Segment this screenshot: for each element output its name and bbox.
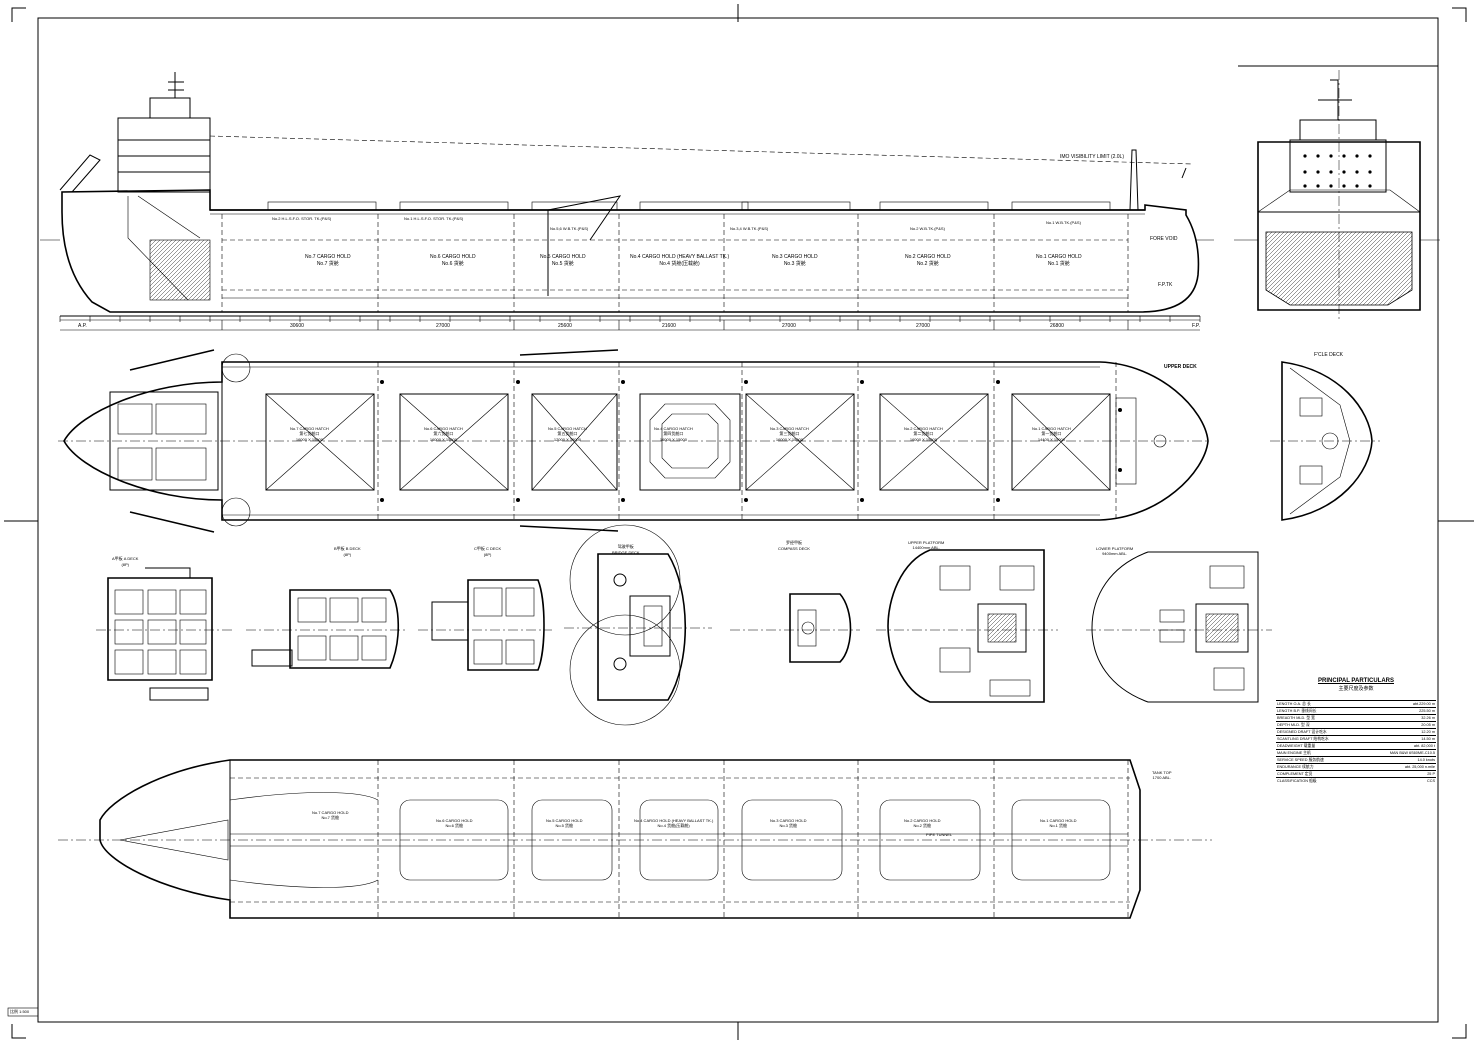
profile-topside-6: No.1 W.B.TK.(P&S) (1046, 220, 1081, 225)
b-deck-title: B甲板 B DECK(8P) (334, 546, 361, 557)
principal-particulars: PRINCIPAL PARTICULARS 主要尺度及参数 LENGTH O.A… (1276, 678, 1436, 784)
corner-note: 比例 1:500 (10, 1009, 30, 1014)
particulars-title: PRINCIPAL PARTICULARS (1317, 678, 1394, 684)
drawing-frame (4, 4, 1474, 1040)
fcle-deck-plan (1270, 361, 1380, 521)
profile-hold-4: No.4 CARGO HOLD (HEAVY BALLAST TK.)No.4 … (630, 254, 730, 267)
fore-void-label: FORE VOID (1150, 236, 1178, 242)
profile-topside-4: No.3,4 W.B.TK.(P&S) (730, 226, 769, 231)
spacing-5: 27000 (782, 323, 796, 329)
upper-deck-title: UPPER DECK (1164, 364, 1197, 370)
spacing-7: 26800 (1050, 323, 1064, 329)
upper-deck-plan (58, 349, 1210, 533)
profile-topside-1: No.2 H.L.S.F.O. STOR. TK.(P&S) (272, 216, 332, 221)
tank-top-plan (58, 759, 1212, 919)
spacing-3: 25600 (558, 323, 572, 329)
fp-label: F.P. (1192, 323, 1200, 329)
profile-topside-2: No.1 H.L.S.F.O. STOR. TK.(P&S) (404, 216, 464, 221)
tanktop-hold-4: No.4 CARGO HOLD (HEAVY BALLAST TK.)No.4 … (634, 818, 714, 828)
fpt-label: F.P.TK (1158, 282, 1173, 288)
spacing-4: 21600 (662, 323, 676, 329)
particulars-subtitle: 主要尺度及参数 (1338, 686, 1374, 692)
spacing-2: 27000 (436, 323, 450, 329)
visibility-limit-label: IMO VISIBILITY LIMIT (2.0L) (1060, 154, 1125, 160)
ap-label: A.P. (78, 323, 87, 329)
midship-section (1234, 70, 1440, 320)
profile-topside-3: No.5,6 W.B.TK.(P&S) (550, 226, 589, 231)
c-deck-title: C甲板 C DECK(8P) (474, 546, 502, 557)
spacing-6: 27000 (916, 323, 930, 329)
fcle-deck-title: F'CLE DECK (1314, 352, 1344, 358)
profile-view (40, 72, 1214, 331)
accommodation-deck-plans (96, 524, 1272, 726)
pipe-tunnel-label: PIPE TUNNEL (926, 832, 953, 837)
spacing-1: 30600 (290, 323, 304, 329)
a-deck-title: A甲板 A DECK(8P) (112, 556, 139, 567)
profile-topside-5: No.2 W.B.TK.(P&S) (910, 226, 945, 231)
